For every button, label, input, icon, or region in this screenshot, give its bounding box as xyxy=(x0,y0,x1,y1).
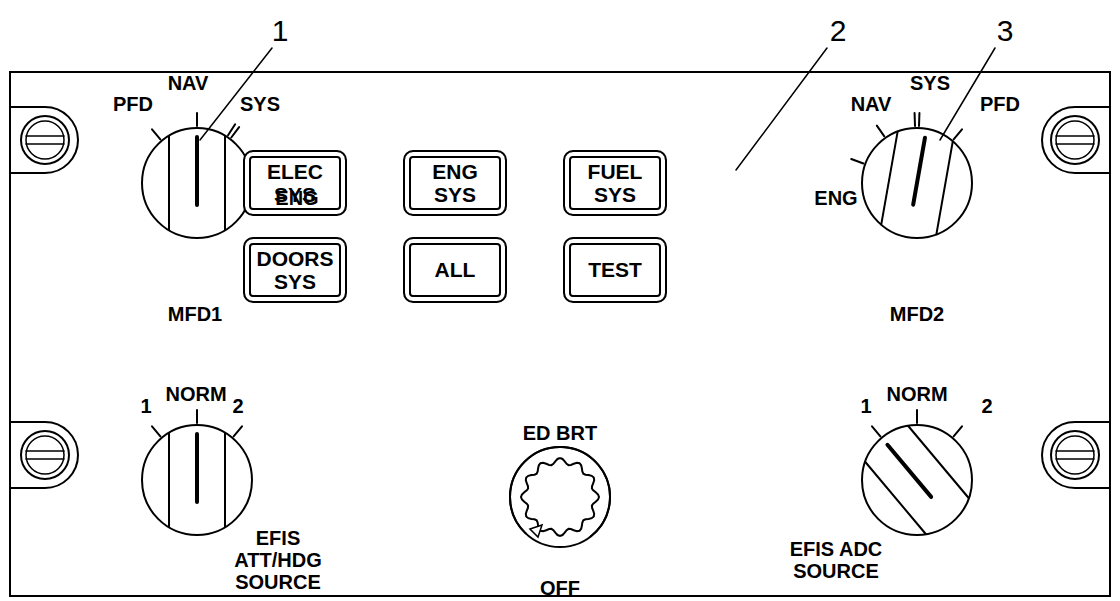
screw-rim xyxy=(26,121,64,159)
detent-tick xyxy=(851,159,863,163)
screw-slot xyxy=(26,143,64,145)
button-label: ALL xyxy=(415,258,495,281)
screw-slot xyxy=(1056,143,1094,145)
knob-pointer xyxy=(913,138,925,205)
position-label: NAV xyxy=(851,93,892,115)
detent-tick xyxy=(196,410,198,423)
knob-grip xyxy=(168,433,170,527)
position-label: PFD xyxy=(113,93,153,115)
push-button: ENG SYS xyxy=(403,150,507,216)
callout-number: 1 xyxy=(272,14,289,47)
knob-pointer xyxy=(195,137,199,205)
position-label: SYS xyxy=(240,93,280,115)
panel-outline xyxy=(10,72,1110,596)
detent-tick xyxy=(918,113,920,126)
knurled-cap xyxy=(521,458,599,536)
detent-tick xyxy=(234,426,242,436)
position-label: 1 xyxy=(860,395,871,417)
knob-label: EFIS ADC SOURCE xyxy=(781,538,891,582)
screw xyxy=(10,107,78,173)
knob-label: ED BRT xyxy=(523,422,597,444)
position-label: NORM xyxy=(165,383,226,405)
rotary-knob xyxy=(851,113,972,238)
rotary-knob xyxy=(862,410,972,535)
knob-index xyxy=(530,525,542,537)
position-label: NAV xyxy=(168,72,209,94)
detent-tick xyxy=(954,129,962,139)
screw-head xyxy=(21,116,69,164)
detent-tick xyxy=(196,113,198,126)
position-label: NORM xyxy=(886,383,947,405)
position-label: ENG xyxy=(814,187,857,209)
detent-tick xyxy=(152,129,160,139)
mount-ear xyxy=(1042,107,1110,173)
push-button: DOORS SYS xyxy=(243,237,347,303)
detent-tick xyxy=(954,426,962,436)
screw xyxy=(1042,422,1110,488)
button-label: TEST xyxy=(575,258,655,281)
position-label: 1 xyxy=(140,395,151,417)
screw-slot xyxy=(26,135,64,137)
knob-body xyxy=(862,425,972,535)
detent-tick xyxy=(914,113,916,126)
screw-head xyxy=(21,431,69,479)
knob-grip xyxy=(881,132,897,225)
detent-tick xyxy=(877,126,884,137)
position-label: OFF xyxy=(540,577,580,599)
screw-rim xyxy=(1056,121,1094,159)
callout-number: 3 xyxy=(997,14,1014,47)
screw xyxy=(10,422,78,488)
mount-ear xyxy=(10,422,78,488)
detent-tick xyxy=(872,426,880,436)
knob-ring xyxy=(510,447,610,547)
knob-grip xyxy=(936,142,952,235)
rotary-knob xyxy=(142,410,252,535)
screw-slot xyxy=(1056,458,1094,460)
leader-line xyxy=(736,48,827,170)
screw-rim xyxy=(26,436,64,474)
detent-tick xyxy=(152,426,160,436)
knob-label: MFD2 xyxy=(890,303,944,325)
mount-ear xyxy=(1042,422,1110,488)
detent-tick xyxy=(231,127,239,137)
knob-label: EFIS ATT/HDG SOURCE xyxy=(223,527,333,593)
brightness-knob xyxy=(510,447,610,547)
mount-ear xyxy=(10,107,78,173)
knob-label: MFD1 xyxy=(168,303,222,325)
button-label: FUEL SYS xyxy=(575,160,655,206)
knob-grip xyxy=(224,433,226,527)
screw-slot xyxy=(26,458,64,460)
knob-body xyxy=(862,128,972,238)
position-label: PFD xyxy=(980,93,1020,115)
screw-slot xyxy=(26,450,64,452)
position-label: ENG xyxy=(275,187,318,209)
screw-head xyxy=(1051,431,1099,479)
push-button: ALL xyxy=(403,237,507,303)
knob-grip xyxy=(224,136,226,230)
screw-rim xyxy=(1056,436,1094,474)
position-label: SYS xyxy=(910,72,950,94)
position-label: 2 xyxy=(232,395,243,417)
screw-slot xyxy=(1056,450,1094,452)
push-button: TEST xyxy=(563,237,667,303)
callout-number: 2 xyxy=(830,14,847,47)
position-label: 2 xyxy=(981,395,992,417)
knob-pointer xyxy=(887,445,931,497)
button-label: DOORS SYS xyxy=(255,247,335,293)
screw-slot xyxy=(1056,135,1094,137)
knob-pointer xyxy=(195,434,199,502)
screw-head xyxy=(1051,116,1099,164)
knob-grip xyxy=(908,426,968,498)
push-button: FUEL SYS xyxy=(563,150,667,216)
screw xyxy=(1042,107,1110,173)
knob-body xyxy=(142,128,252,238)
knob-grip xyxy=(865,462,925,534)
detent-tick xyxy=(916,410,918,423)
knob-grip xyxy=(168,136,170,230)
button-label: ENG SYS xyxy=(415,160,495,206)
knob-body xyxy=(142,425,252,535)
